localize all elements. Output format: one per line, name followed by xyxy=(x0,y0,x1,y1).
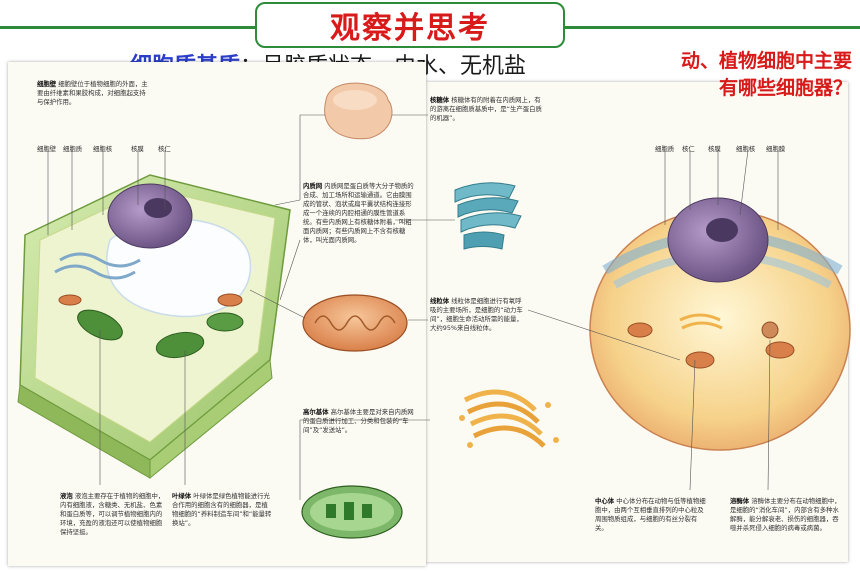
plant-label-nucleolus: 核仁 xyxy=(158,145,171,153)
chloroplast-figure xyxy=(301,485,403,539)
note-golgi: 高尔基体 高尔基体主要是对来自内质网的蛋白质进行加工、分类和包装的“车间”及“发… xyxy=(303,408,415,435)
note-centrosome: 中心体 中心体分布在动物与低等植物细胞中，由两个互相垂直排列的中心粒及周围物质组… xyxy=(595,497,707,533)
note-centrosome-term: 中心体 xyxy=(595,497,615,505)
page-title: 观察并思考 xyxy=(330,11,490,46)
question-line-1: 动、植物细胞中主要 xyxy=(680,50,852,72)
ribosome-figure xyxy=(324,82,393,140)
note-centrosome-text: 中心体分布在动物与低等植物细胞中，由两个互相垂直排列的中心粒及周围物质组成，与细… xyxy=(595,497,706,532)
plant-label-nuclear-membrane: 核膜 xyxy=(131,145,144,153)
plant-label-cell-wall: 细胞壁 xyxy=(37,145,57,153)
plant-label-nucleus: 细胞核 xyxy=(93,145,113,153)
note-vacuole-term: 液泡 xyxy=(60,492,73,500)
plant-cell xyxy=(17,174,291,480)
animal-label-cytoplasm: 细胞质 xyxy=(655,145,675,153)
note-lysosome-term: 溶酶体 xyxy=(730,497,750,505)
note-ribosome-term: 核糖体 xyxy=(430,96,450,104)
animal-label-membrane: 细胞膜 xyxy=(766,145,786,153)
golgi-figure xyxy=(459,389,559,448)
note-ribosome: 核糖体 核糖体有的附着在内质网上，有的游离在细胞质基质中，是“生产蛋白质的机器”… xyxy=(430,96,542,123)
note-mito-text: 线粒体是细胞进行有氧呼吸的主要场所，是细胞的“动力车间”，细胞生命活动所需的能量… xyxy=(430,297,523,332)
question-line-2: 有哪些细胞器？ xyxy=(718,77,852,99)
note-lysosome-text: 溶酶体主要分布在动物细胞中，是细胞的“消化车间”，内部含有多种水解酶，能分解衰老… xyxy=(730,497,841,532)
animal-cell xyxy=(589,197,851,451)
note-chloroplast-term: 叶绿体 xyxy=(172,492,192,500)
question-text: 动、植物细胞中主要 有哪些细胞器？ xyxy=(590,48,852,102)
note-vacuole: 液泡 液泡主要存在于植物的细胞中，内有细胞液，含糖类、无机盐、色素和蛋白质等，可… xyxy=(60,492,168,537)
animal-label-nuclear-membrane: 核膜 xyxy=(708,145,721,153)
note-cell-wall-text: 细胞壁位于植物细胞的外面，主要由纤维素和果胶构成，对细胞起支持与保护作用。 xyxy=(37,80,148,106)
title-banner: 观察并思考 xyxy=(255,2,565,48)
note-cell-wall: 细胞壁 细胞壁位于植物细胞的外面，主要由纤维素和果胶构成，对细胞起支持与保护作用… xyxy=(37,80,149,107)
note-lysosome: 溶酶体 溶酶体主要分布在动物细胞中，是细胞的“消化车间”，内部含有多种水解酶，能… xyxy=(730,497,842,533)
note-vacuole-text: 液泡主要存在于植物的细胞中，内有细胞液，含糖类、无机盐、色素和蛋白质等，可以调节… xyxy=(60,492,165,536)
note-er: 内质网 内质网是蛋白质等大分子物质的合成、加工场所和运输通道。它由膜围成的管状、… xyxy=(303,182,415,245)
animal-label-nucleolus: 核仁 xyxy=(682,145,695,153)
note-golgi-term: 高尔基体 xyxy=(303,408,329,416)
er-figure xyxy=(454,182,522,250)
note-chloroplast: 叶绿体 叶绿体是绿色植物能进行光合作用的细胞含有的细胞器，是植物细胞的“养料制造… xyxy=(172,492,272,528)
note-er-text: 内质网是蛋白质等大分子物质的合成、加工场所和运输通道。它由膜围成的管状、泡状或扁… xyxy=(303,182,414,244)
note-mitochondrion: 线粒体 线粒体是细胞进行有氧呼吸的主要场所，是细胞的“动力车间”，细胞生命活动所… xyxy=(430,297,526,333)
note-chloroplast-text: 叶绿体是绿色植物能进行光合作用的细胞含有的细胞器，是植物细胞的“养料制造车间”和… xyxy=(172,492,272,527)
note-cell-wall-term: 细胞壁 xyxy=(37,80,57,88)
note-ribosome-text: 核糖体有的附着在内质网上，有的游离在细胞质基质中，是“生产蛋白质的机器”。 xyxy=(430,96,542,122)
mitochondrion-figure xyxy=(302,294,408,352)
leader-lines xyxy=(47,114,779,500)
plant-label-cytoplasm: 细胞质 xyxy=(63,145,83,153)
animal-label-nucleus: 细胞核 xyxy=(736,145,756,153)
note-er-term: 内质网 xyxy=(303,182,323,190)
note-golgi-text: 高尔基体主要是对来自内质网的蛋白质进行加工、分类和包装的“车间”及“发送站”。 xyxy=(303,408,414,434)
note-mito-term: 线粒体 xyxy=(430,297,450,305)
